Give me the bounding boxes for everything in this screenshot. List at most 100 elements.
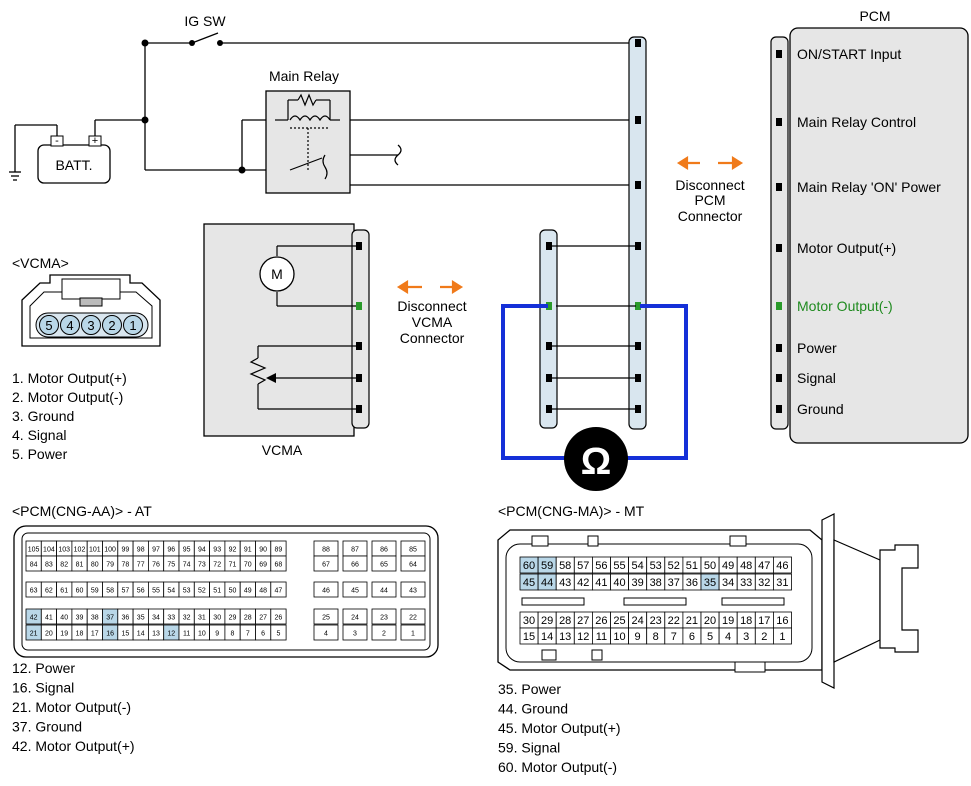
pcm-ma-pin-number: 10 — [613, 631, 625, 643]
pcm-aa-pin-number: 84 — [30, 562, 38, 569]
pcm-aa-pin-number: 37 — [106, 615, 114, 622]
pcm-aa-side-pin — [400, 608, 426, 625]
pcm-aa-pin-number: 31 — [198, 615, 206, 622]
pcm-aa-pin-number: 15 — [122, 631, 130, 638]
legend-item: 35. Power — [498, 681, 561, 697]
pcm-aa-pin-number: 74 — [183, 562, 191, 569]
pcm-aa-pin-number: 5 — [276, 631, 280, 638]
pcm-aa-side-pin-number: 67 — [322, 562, 330, 569]
pcm-ma-pin-number: 16 — [776, 615, 788, 627]
pcm-ma-pin-number: 38 — [650, 577, 662, 589]
pcm-aa-pin-number: 35 — [137, 615, 145, 622]
legend-item: 45. Motor Output(+) — [498, 720, 621, 736]
pcm-aa-side-pin-number: 87 — [351, 547, 359, 554]
pcm-aa-pin-number: 97 — [152, 547, 160, 554]
pcm-aa-pin-number: 68 — [275, 562, 283, 569]
pcm-aa-pin-number: 9 — [215, 631, 219, 638]
legend-item: 5. Power — [12, 446, 68, 462]
pcm-pin-marker — [776, 183, 782, 191]
ohm-symbol: Ω — [581, 441, 611, 483]
vcma-label: VCMA — [262, 442, 303, 458]
pcm-aa-pin-number: 6 — [261, 631, 265, 638]
pcm-ma-pin-number: 37 — [668, 577, 680, 589]
pcm-pin-label: Signal — [797, 370, 836, 386]
pcm-aa-pin-number: 49 — [244, 588, 252, 595]
battery-label: BATT. — [55, 157, 92, 173]
pcm-aa-side-pin — [313, 581, 339, 598]
pcm-aa-pin-number: 50 — [229, 588, 237, 595]
legend-item: 16. Signal — [12, 680, 74, 696]
pcm-ma-pin-number: 31 — [776, 577, 788, 589]
legend-item: 59. Signal — [498, 740, 560, 756]
vcma-pin — [39, 315, 59, 335]
vcma-connector-title: <VCMA> — [12, 255, 69, 271]
ohmmeter: Ω — [564, 427, 628, 491]
pcm-pin-marker — [776, 302, 782, 310]
pcm-aa-pin-number: 28 — [244, 615, 252, 622]
motor-symbol: M — [271, 266, 283, 282]
pcm-aa-pin — [270, 608, 287, 625]
pcm-pin-label: Ground — [797, 401, 844, 417]
pcm-ma-pin-number: 44 — [541, 577, 553, 589]
pcm-aa-pin-number: 41 — [45, 615, 53, 622]
pcm-aa-pin-number: 91 — [244, 547, 252, 554]
pcm-aa-pin-number: 99 — [122, 547, 130, 554]
pcm-aa-pin-number: 58 — [106, 588, 114, 595]
pcm-ma-pin-number: 50 — [704, 560, 716, 572]
pcm-aa-pin-number: 63 — [30, 588, 38, 595]
pcm-pin-label: Motor Output(-) — [797, 298, 893, 314]
pcm-aa-pin-number: 40 — [60, 615, 68, 622]
pcm-aa-side-pin — [342, 581, 368, 598]
pcm-ma-pin-number: 34 — [722, 577, 734, 589]
pcm-aa-side-pin — [400, 624, 426, 641]
legend-item: 12. Power — [12, 660, 75, 676]
pcm-aa-pin-number: 12 — [167, 631, 175, 638]
pcm-ma-pin-number: 43 — [559, 577, 571, 589]
pcm-ma-pin-number: 46 — [776, 560, 788, 572]
pcm-ma-pin-number: 18 — [740, 615, 752, 627]
pcm-aa-pin-number: 55 — [152, 588, 160, 595]
pcm-pin-label: Motor Output(+) — [797, 240, 896, 256]
disconnect-vcma-line2: VCMA — [412, 314, 453, 330]
pcm-aa-pin-number: 27 — [259, 615, 267, 622]
pcm-aa-pin-number: 47 — [275, 588, 283, 595]
pcm-aa-pin-number: 95 — [183, 547, 191, 554]
pcm-aa-side-pin-number: 1 — [411, 631, 415, 638]
pcm-aa-pin — [270, 555, 287, 572]
pcm-aa-pin-number: 54 — [167, 588, 175, 595]
pcm-ma-pin-number: 17 — [758, 615, 770, 627]
pcm-aa-pin-number: 39 — [76, 615, 84, 622]
pcm-ma-pin-number: 49 — [722, 560, 734, 572]
pcm-aa-side-pin — [342, 555, 368, 572]
vcma-pin — [81, 315, 101, 335]
pcm-aa-pin-number: 30 — [213, 615, 221, 622]
vcma-pin-legend: 1. Motor Output(+)2. Motor Output(-)3. G… — [12, 370, 127, 462]
battery-negative-label: - — [55, 135, 59, 147]
vcma-pin-number: 2 — [108, 318, 115, 333]
pcm-aa-pin-number: 80 — [91, 562, 99, 569]
pcm-aa-title: <PCM(CNG-AA)> - AT — [12, 503, 152, 519]
pcm-aa-pin-number: 75 — [167, 562, 175, 569]
pcm-aa-pin-number: 72 — [213, 562, 221, 569]
pcm-pin-label: Main Relay Control — [797, 114, 916, 130]
pcm-aa-pin-number: 77 — [137, 562, 145, 569]
pcm-ma-pin-number: 21 — [686, 615, 698, 627]
power-wiring — [9, 32, 635, 186]
pcm-aa-side-pin-number: 46 — [322, 588, 330, 595]
pcm-aa-pin-number: 60 — [76, 588, 84, 595]
pcm-ma-pin-number: 39 — [631, 577, 643, 589]
pcm-module: PCM — [770, 8, 969, 444]
legend-item: 1. Motor Output(+) — [12, 370, 127, 386]
pcm-aa-pin-number: 89 — [275, 547, 283, 554]
pcm-ma-pin-number: 3 — [743, 631, 749, 643]
pcm-aa-pin-number: 105 — [28, 547, 40, 554]
pcm-ma-pin-number: 8 — [653, 631, 659, 643]
pcm-pin-label: ON/START Input — [797, 46, 901, 62]
legend-item: 4. Signal — [12, 427, 66, 443]
pcm-aa-pin-number: 96 — [167, 547, 175, 554]
pcm-aa-pin-number: 20 — [45, 631, 53, 638]
legend-item: 3. Ground — [12, 408, 74, 424]
pcm-ma-pin-number: 27 — [577, 615, 589, 627]
